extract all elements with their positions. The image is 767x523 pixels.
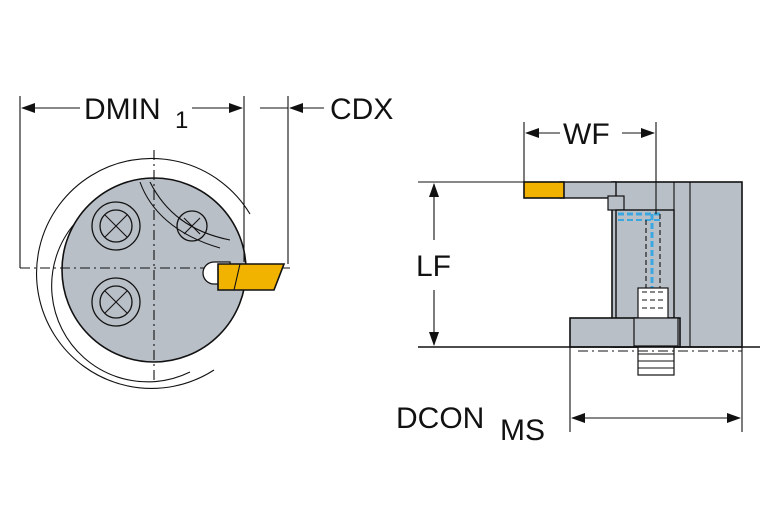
coolant-channel-curve	[139, 181, 221, 249]
dcon-subscript: MS	[500, 414, 545, 447]
bolt-hole-upper-left	[91, 201, 141, 251]
front-view: DMIN 1 CDX	[19, 93, 393, 389]
clamping-screw	[633, 287, 679, 376]
swing-circle-outer	[36, 157, 251, 389]
cdx-label: CDX	[330, 93, 393, 126]
side-view: LF WF DCON MS	[396, 118, 760, 447]
coolant-channel-curve-2	[149, 181, 231, 241]
dcon-label: DCON	[396, 402, 484, 435]
bolt-hole-lower-left	[91, 277, 141, 327]
dmin-subscript: 1	[175, 107, 188, 134]
wf-label: WF	[563, 118, 610, 151]
lf-label: LF	[416, 250, 451, 283]
side-cutting-insert	[523, 181, 565, 199]
dmin-label: DMIN	[84, 93, 161, 126]
cutting-insert	[217, 263, 286, 291]
